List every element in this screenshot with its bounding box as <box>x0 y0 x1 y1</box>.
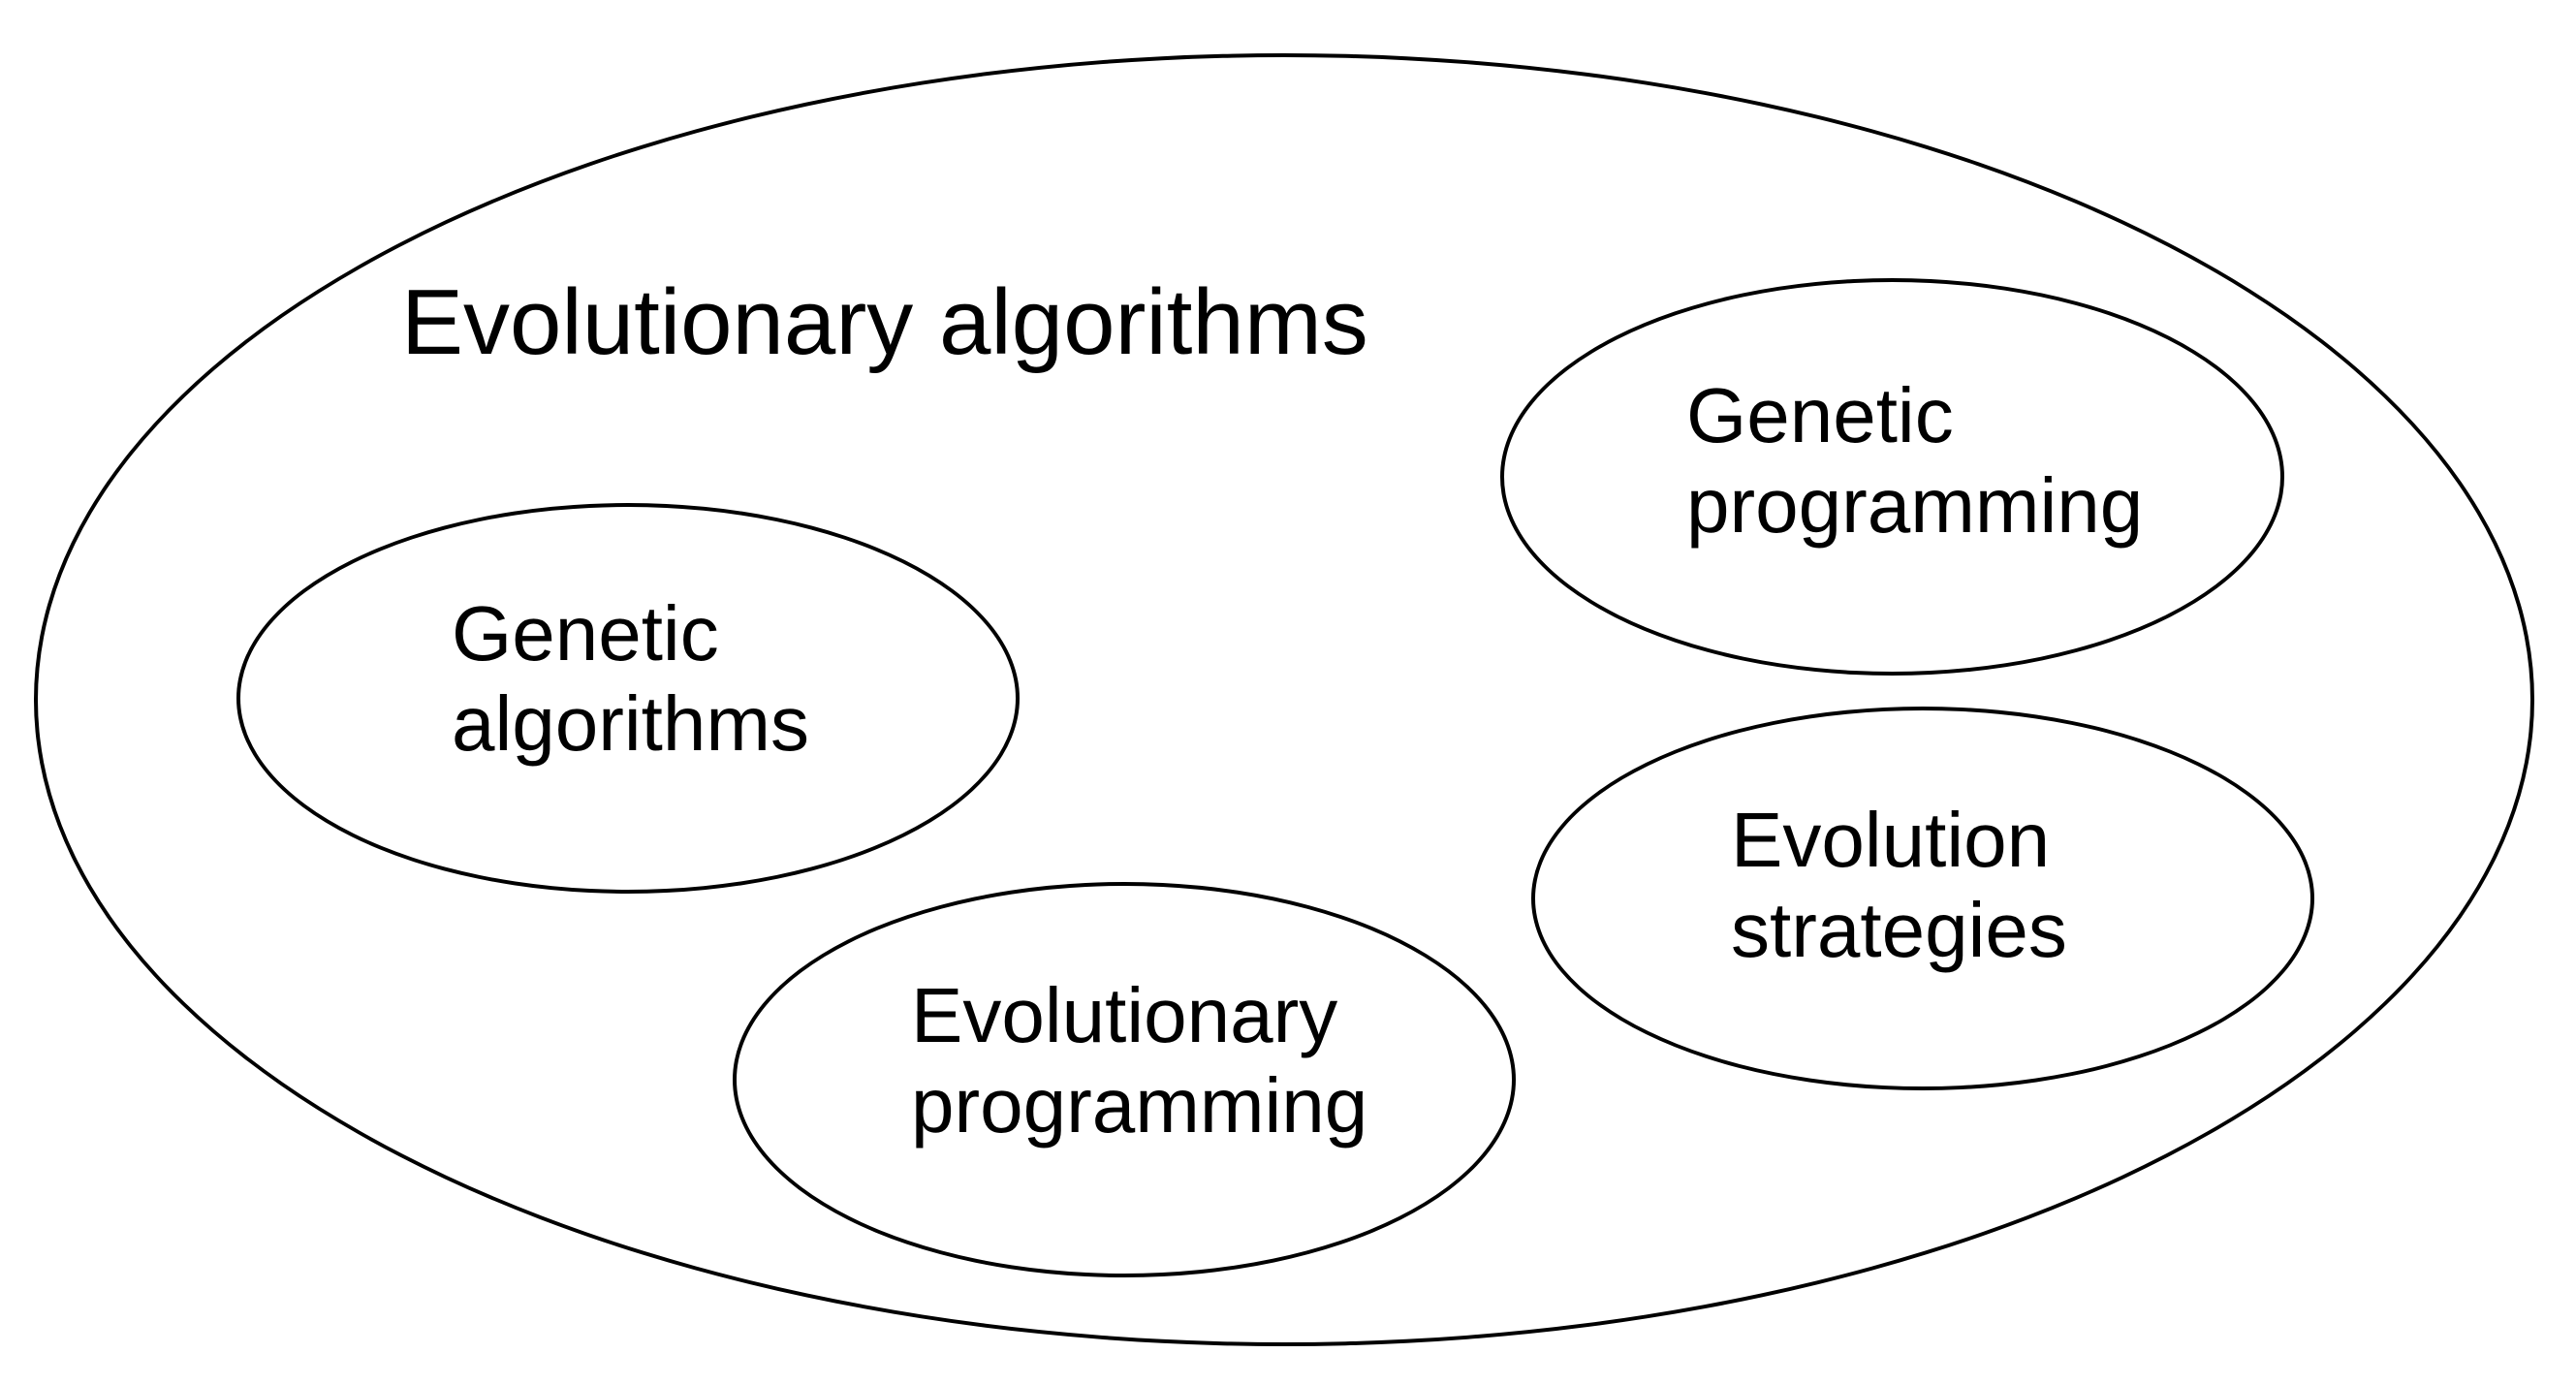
set-label-evolutionary-programming: Evolutionary programming <box>911 970 1367 1150</box>
set-label-line: Evolution <box>1731 797 2051 883</box>
set-label-line: Genetic <box>452 590 719 677</box>
set-label-line: programming <box>911 1062 1368 1149</box>
set-label-genetic-algorithms: Genetic algorithms <box>452 588 809 769</box>
set-label-line: programming <box>1686 462 2144 549</box>
set-label-evolution-strategies: Evolution strategies <box>1731 795 2067 975</box>
set-label-line: Genetic <box>1686 372 1954 458</box>
diagram-title: Evolutionary algorithms <box>401 270 1368 374</box>
set-ellipse-evolution-strategies <box>1531 707 2314 1090</box>
set-ellipse-genetic-algorithms <box>236 503 1020 894</box>
set-label-line: strategies <box>1731 887 2067 973</box>
set-ellipse-genetic-programming <box>1500 278 2284 676</box>
set-label-genetic-programming: Genetic programming <box>1686 370 2143 551</box>
set-label-line: algorithms <box>452 680 810 767</box>
set-label-line: Evolutionary <box>911 972 1338 1058</box>
set-ellipse-evolutionary-programming <box>733 882 1516 1277</box>
outer-set-ellipse-evolutionary-algorithms <box>34 53 2534 1346</box>
